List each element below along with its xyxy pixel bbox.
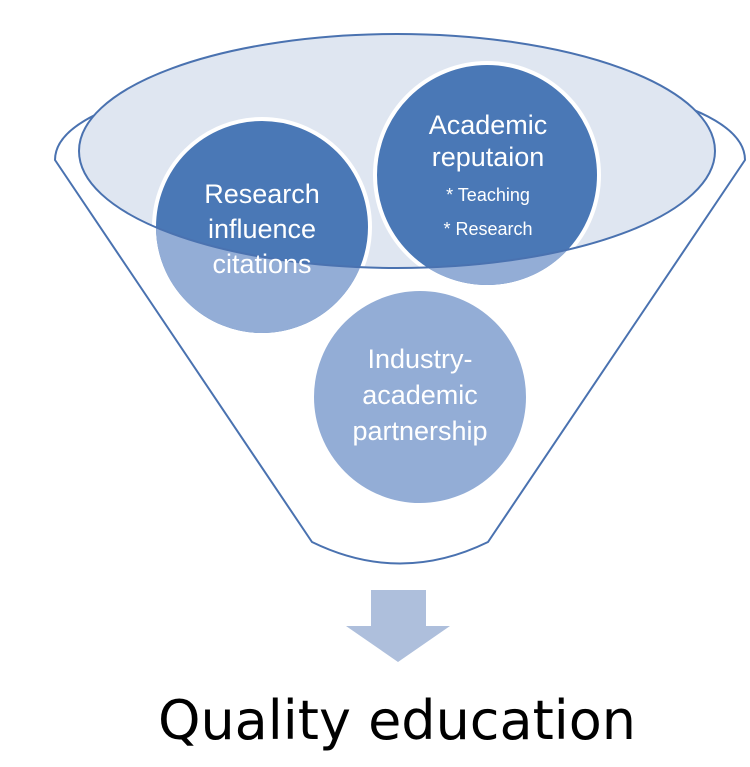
industry-line-1: Industry- [367, 344, 472, 374]
academic-line-1: Academic [429, 110, 548, 140]
research-line-1: Research [204, 179, 320, 209]
industry-line-3: partnership [352, 416, 487, 446]
down-arrow-icon [346, 590, 450, 662]
industry-line-2: academic [362, 380, 478, 410]
result-label: Quality education [158, 689, 636, 752]
research-line-3: citations [212, 249, 311, 279]
academic-line-2: reputaion [432, 142, 545, 172]
academic-sub-1: * Teaching [446, 185, 530, 205]
funnel-rim-outline [78, 33, 716, 269]
circle-industry-partnership [310, 287, 530, 507]
circle-academic-reputation [373, 61, 601, 289]
academic-sub-2: * Research [443, 219, 532, 239]
research-line-2: influence [208, 214, 316, 244]
